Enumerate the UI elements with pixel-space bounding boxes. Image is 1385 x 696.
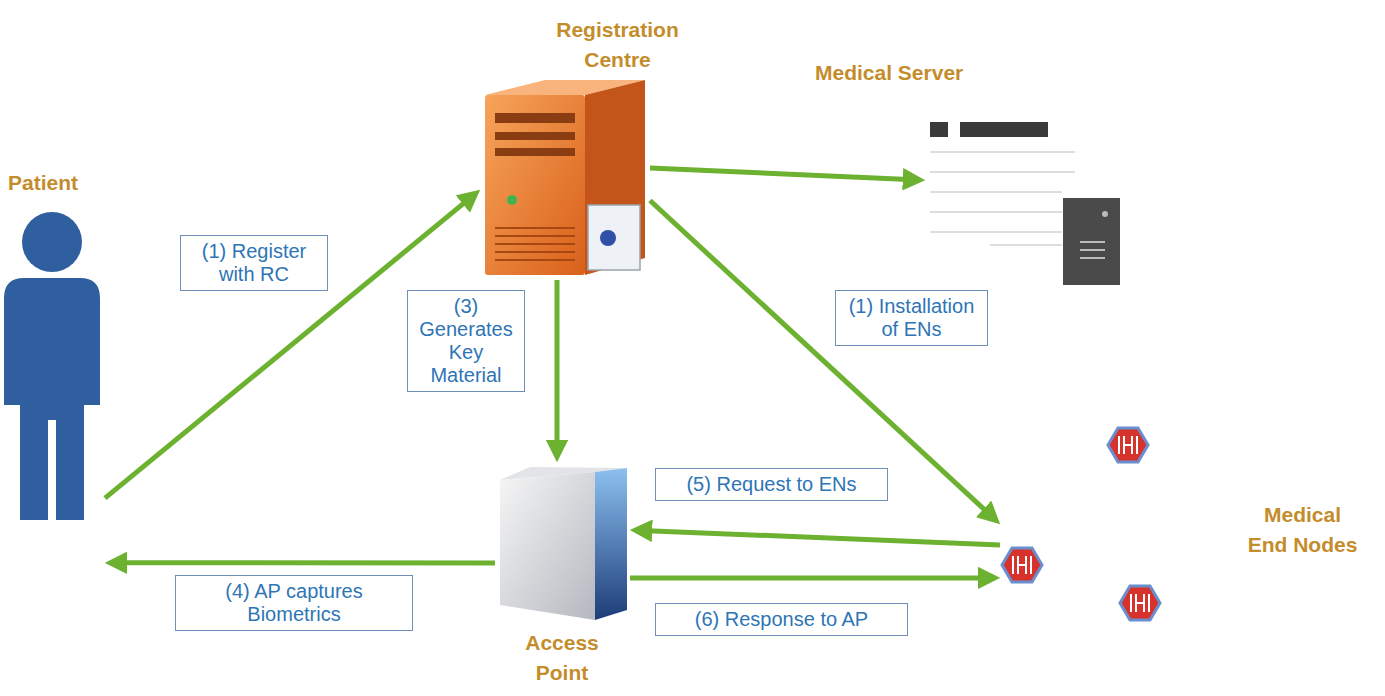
patient-figure: [4, 212, 100, 520]
entity-node: Patient: [0, 168, 105, 578]
step-label: (3) Generates Key Material: [407, 290, 525, 392]
flow-arrow: [116, 560, 495, 565]
entity-heading: Patient: [8, 168, 103, 198]
step-label: (6) Response to AP: [655, 603, 908, 636]
entity-node: Access Point: [495, 462, 630, 694]
id-card: [588, 205, 640, 270]
entity-node: Registration Centre: [480, 15, 650, 280]
entity-heading: Medical Server: [815, 58, 1015, 88]
access-point-box: [500, 467, 627, 620]
entity-heading: Access Point: [517, 628, 607, 688]
entity-node: Medical Server: [925, 110, 1125, 290]
end-node-icon: [1120, 586, 1160, 620]
flow-arrow: [555, 280, 560, 451]
flow-arrow: [650, 168, 914, 180]
flow-arrow: [641, 530, 1000, 545]
server-tower: [485, 80, 645, 275]
entity-heading: Registration Centre: [540, 15, 695, 75]
step-label: (5) Request to ENs: [655, 468, 888, 501]
step-label: (4) AP captures Biometrics: [175, 575, 413, 631]
entity-heading: Medical End Nodes: [1245, 500, 1360, 560]
entity-node: Medical End Nodes: [1000, 420, 1360, 630]
flow-arrow: [630, 575, 989, 580]
step-label: (1) Register with RC: [180, 235, 328, 291]
medical-server-icon: [930, 122, 1120, 285]
end-node-icon: [1002, 548, 1042, 582]
step-label: (1) Installation of ENs: [835, 290, 988, 346]
end-node-icon: [1108, 428, 1148, 462]
flow-arrow: [650, 201, 992, 517]
